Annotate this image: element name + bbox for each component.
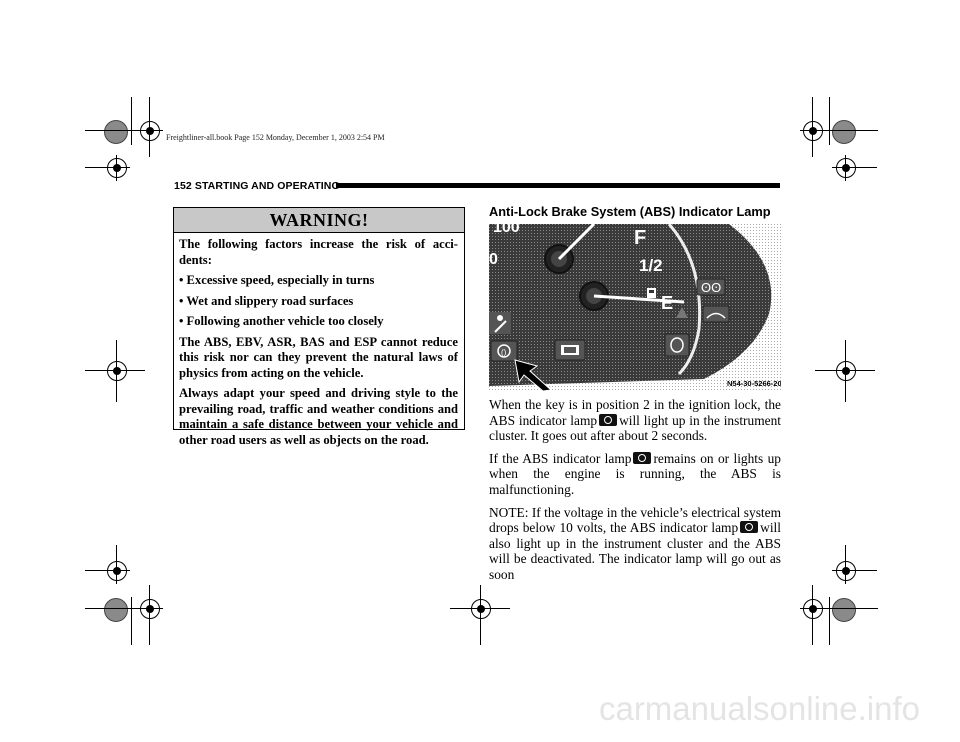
warning-title: WARNING! [174,208,464,233]
section-title: Anti-Lock Brake System (ABS) Indicator L… [489,204,771,219]
seatbelt-icon [489,312,511,334]
page-header: 152 STARTING AND OPERATING [174,180,340,192]
instrument-cluster-figure: F 1/2 E 100 0 ʘʘ () [489,224,781,391]
registration-mark [833,155,859,181]
warning-paragraph: The following factors increase the risk … [179,237,458,267]
washer-fluid-icon [702,305,730,323]
body-paragraph-3: NOTE: If the voltage in the vehicle’s el… [489,504,781,582]
header-rule [336,183,780,188]
speed-label-100: 100 [493,224,520,236]
book-slug: Freightliner-all.book Page 152 Monday, D… [166,133,385,142]
svg-text:ʘʘ: ʘʘ [701,280,721,295]
body-paragraph-1: When the key is in position 2 in the ign… [489,397,781,444]
warning-bullet: • Wet and slippery road surfaces [179,293,354,308]
low-beam-icon: ʘʘ [696,278,726,296]
figure-code: N54-30-5266-20 [727,379,781,388]
warning-triangle-icon [676,307,688,318]
warning-box: WARNING! The following factors increase … [173,207,465,447]
registration-mark [137,596,163,622]
watermark: carmanualsonline.info [598,690,920,727]
registration-mark [104,155,130,181]
gauge-label-half: 1/2 [639,256,663,275]
registration-disc [104,120,128,144]
warning-paragraph: Always adapt your speed and driving styl… [179,386,458,447]
svg-text:(): () [501,348,507,357]
warning-bullet: • Excessive speed, especially in turns [179,273,375,287]
registration-mark [104,358,130,384]
registration-disc [832,120,856,144]
abs-indicator-icon: () [490,340,518,362]
speed-label-0: 0 [489,251,498,268]
registration-mark [137,118,163,144]
registration-mark [468,596,494,622]
gauge-label-f: F [634,227,646,249]
registration-mark [800,118,826,144]
registration-mark [800,596,826,622]
fuel-pump-icon [647,288,656,298]
engine-check-icon [554,339,586,361]
warning-body: The following factors increase the risk … [174,233,464,448]
registration-mark [833,358,859,384]
tire-pressure-icon [664,333,690,357]
registration-mark [833,558,859,584]
registration-mark [104,558,130,584]
registration-disc [832,598,856,622]
warning-bullet: • Following another vehicle too closely [179,314,384,328]
abs-indicator-icon [740,521,759,534]
abs-indicator-icon [599,413,618,426]
abs-indicator-icon [633,451,652,464]
arrow-icon [514,359,553,391]
warning-paragraph: The ABS, EBV, ASR, BAS and ESP cannot re… [179,334,458,380]
gauge-label-e: E [661,293,673,313]
body-text: When the key is in position 2 in the ign… [489,397,781,590]
registration-disc [104,598,128,622]
